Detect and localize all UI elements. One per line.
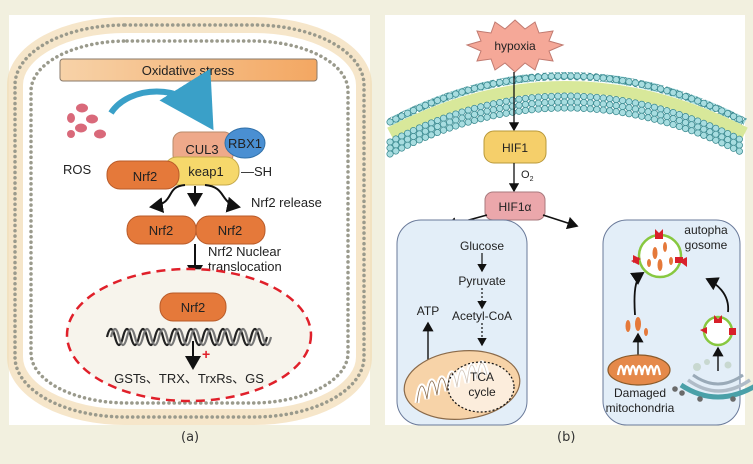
panel-a-diagram: Oxidative stress ROS CUL3 RBX1 keap1 —SH…	[7, 17, 372, 425]
nuclear-translocation-label-2: translocation	[208, 259, 282, 274]
atp-label: ATP	[417, 304, 439, 318]
hif1a-box	[484, 191, 546, 221]
hypoxia-burst	[465, 19, 565, 73]
caption-b: (b)	[557, 430, 576, 445]
autophagosome-label-2: gosome	[685, 238, 728, 252]
nrf2-bound-label: Nrf2	[133, 169, 158, 184]
dna-helix	[105, 327, 273, 347]
nrf2-nuclear	[159, 292, 227, 322]
rbx1-protein	[224, 127, 266, 159]
panel-b-hypoxia-pathway: hypoxia HIF1 O2 HIF1α Glucose Pyru	[385, 15, 753, 426]
panel-a-nrf2-pathway: Oxidative stress ROS CUL3 RBX1 keap1 —SH…	[7, 15, 372, 425]
ros-action-arrow	[108, 68, 214, 131]
cell-membrane	[7, 17, 372, 425]
tca-cycle-ring	[447, 361, 515, 413]
ros-molecules	[67, 103, 106, 139]
activation-plus-sign: +	[202, 346, 210, 362]
rbx1-label: RBX1	[228, 136, 262, 151]
mitochondrion	[403, 350, 521, 420]
tca-label-2: cycle	[468, 385, 496, 399]
acetyl-coa-label: Acetyl-CoA	[452, 309, 512, 323]
plasma-membrane	[386, 72, 749, 158]
mitochondrial-fragments	[625, 317, 648, 336]
vesicle-to-autophagosome-arrow	[705, 277, 729, 313]
keap1-label: keap1	[188, 164, 223, 179]
damaged-label-2: mitochondria	[606, 401, 675, 415]
sh-group-label: —SH	[241, 164, 272, 179]
autophagosome	[631, 229, 687, 279]
nrf2-nuclear-label: Nrf2	[181, 300, 206, 315]
caption-a: (a)	[181, 430, 200, 445]
hif1-label: HIF1	[502, 141, 528, 155]
nrf2-released-2	[195, 215, 266, 245]
glucose-label: Glucose	[460, 239, 504, 253]
phagophore-vesicle	[700, 315, 736, 347]
release-arrow-right	[204, 184, 241, 213]
nuclear-translocation-label-1: Nrf2 Nuclear	[208, 244, 282, 259]
golgi-apparatus	[672, 359, 753, 402]
autophagosome-label-1: autopha	[684, 223, 728, 237]
branch-arrow-right	[542, 214, 579, 230]
damaged-label-1: Damaged	[614, 386, 666, 400]
hif1a-label: HIF1α	[499, 200, 532, 214]
hif1-box	[483, 130, 547, 164]
nrf2-release-label: Nrf2 release	[251, 195, 322, 210]
damaged-mitochondrion	[607, 354, 671, 386]
tca-label-1: TCA	[470, 370, 494, 384]
fragment-to-autophagosome-arrow	[630, 272, 645, 316]
target-genes-label: GSTs、TRX、TrxRs、GS	[114, 371, 264, 386]
release-arrow-left	[149, 184, 186, 214]
ros-label: ROS	[63, 162, 92, 177]
cul3-label: CUL3	[185, 142, 218, 157]
nucleus	[65, 267, 313, 403]
nrf2-bound	[106, 160, 180, 190]
hypoxia-label: hypoxia	[494, 39, 536, 53]
nrf2-released-1-label: Nrf2	[149, 223, 174, 238]
pyruvate-label: Pyruvate	[458, 274, 506, 288]
panel-b-diagram: hypoxia HIF1 O2 HIF1α Glucose Pyru	[386, 19, 753, 426]
oxidative-stress-label: Oxidative stress	[142, 63, 235, 78]
nrf2-released-2-label: Nrf2	[218, 223, 243, 238]
o2-label: O2	[521, 169, 534, 183]
